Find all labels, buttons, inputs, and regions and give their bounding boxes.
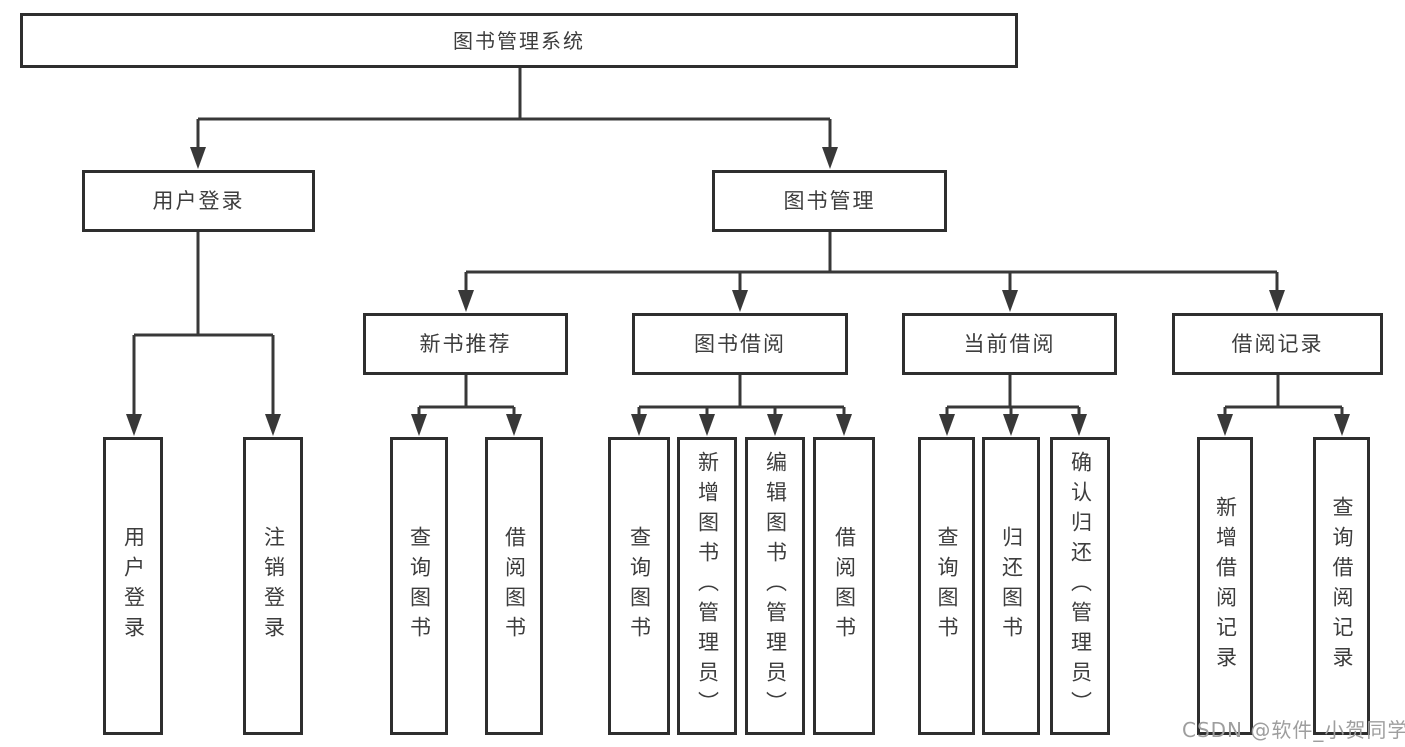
arrowhead-icon [126,414,142,436]
leaf-return-book: 归还图书 [982,437,1040,735]
node-label: 新增图书（管理员） [695,451,720,721]
node-label: 查询借阅记录 [1330,496,1354,676]
leaf-add-book-admin: 新增图书（管理员） [677,437,737,735]
node-label: 注销登录 [261,526,286,646]
node-book-borrowing: 图书借阅 [632,313,848,375]
connector-recommend-to-leaves [417,375,516,416]
arrowhead-icon [1002,290,1018,312]
node-book-management-system: 图书管理系统 [20,13,1018,68]
arrowhead-icon [836,414,852,436]
node-label: 用户登录 [152,188,245,213]
arrowhead-icon [265,414,281,436]
arrowhead-icon [458,290,474,312]
arrowhead-icon [1334,414,1350,436]
node-label: 借阅记录 [1231,331,1324,356]
node-label: 借阅图书 [502,526,527,646]
leaf-query-borrow-record: 查询借阅记录 [1313,437,1370,735]
leaf-logout: 注销登录 [243,437,303,735]
leaf-edit-book-admin: 编辑图书（管理员） [745,437,805,735]
arrowhead-icon [732,290,748,312]
arrowhead-icon [1003,414,1019,436]
leaf-borrow-books-recommend: 借阅图书 [485,437,543,735]
node-user-login-branch: 用户登录 [82,170,315,232]
connector-records-to-leaves [1223,375,1344,416]
node-label: 借阅图书 [832,526,857,646]
node-borrowing-records: 借阅记录 [1172,313,1383,375]
arrowhead-icon [1217,414,1233,436]
connector-root-to-level2 [196,68,832,150]
node-label: 查询图书 [935,526,959,646]
arrowhead-icon [767,414,783,436]
arrowhead-icon [1269,290,1285,312]
node-label: 图书借阅 [694,331,786,356]
node-label: 确认归还（管理员） [1068,451,1093,721]
leaf-user-login: 用户登录 [103,437,163,735]
node-label: 图书管理 [783,188,876,213]
connector-userlogin-to-leaves [132,232,275,416]
node-new-book-recommendation: 新书推荐 [363,313,568,375]
arrowhead-icon [631,414,647,436]
connector-borrowing-to-leaves [637,375,846,416]
leaf-confirm-return-admin: 确认归还（管理员） [1050,437,1110,735]
node-label: 归还图书 [999,526,1024,646]
arrowhead-icon [411,414,427,436]
arrowhead-icon [506,414,522,436]
arrowhead-icon [190,147,206,169]
node-label: 编辑图书（管理员） [763,451,788,721]
node-label: 查询图书 [407,526,432,646]
csdn-watermark: CSDN @软件_小贺同学 [1182,718,1405,742]
leaf-borrow-books-borrowing: 借阅图书 [813,437,875,735]
leaf-query-books-current: 查询图书 [918,437,975,735]
leaf-add-borrow-record: 新增借阅记录 [1197,437,1253,735]
node-label: 用户登录 [121,526,146,646]
node-label: 图书管理系统 [453,28,585,53]
arrowhead-icons [126,147,1350,436]
connector-bookmgmt-to-level3 [464,232,1279,292]
arrowhead-icon [939,414,955,436]
connector-current-to-leaves [945,375,1081,416]
node-label: 查询图书 [627,526,652,646]
node-book-management-branch: 图书管理 [712,170,947,232]
node-label: 新书推荐 [419,331,512,356]
arrowhead-icon [822,147,838,169]
node-current-borrowing: 当前借阅 [902,313,1117,375]
node-label: 新增借阅记录 [1213,496,1238,676]
leaf-query-books-recommend: 查询图书 [390,437,448,735]
node-label: 当前借阅 [963,331,1056,356]
arrowhead-icon [699,414,715,436]
leaf-query-books-borrowing: 查询图书 [608,437,670,735]
arrowhead-icon [1071,414,1087,436]
